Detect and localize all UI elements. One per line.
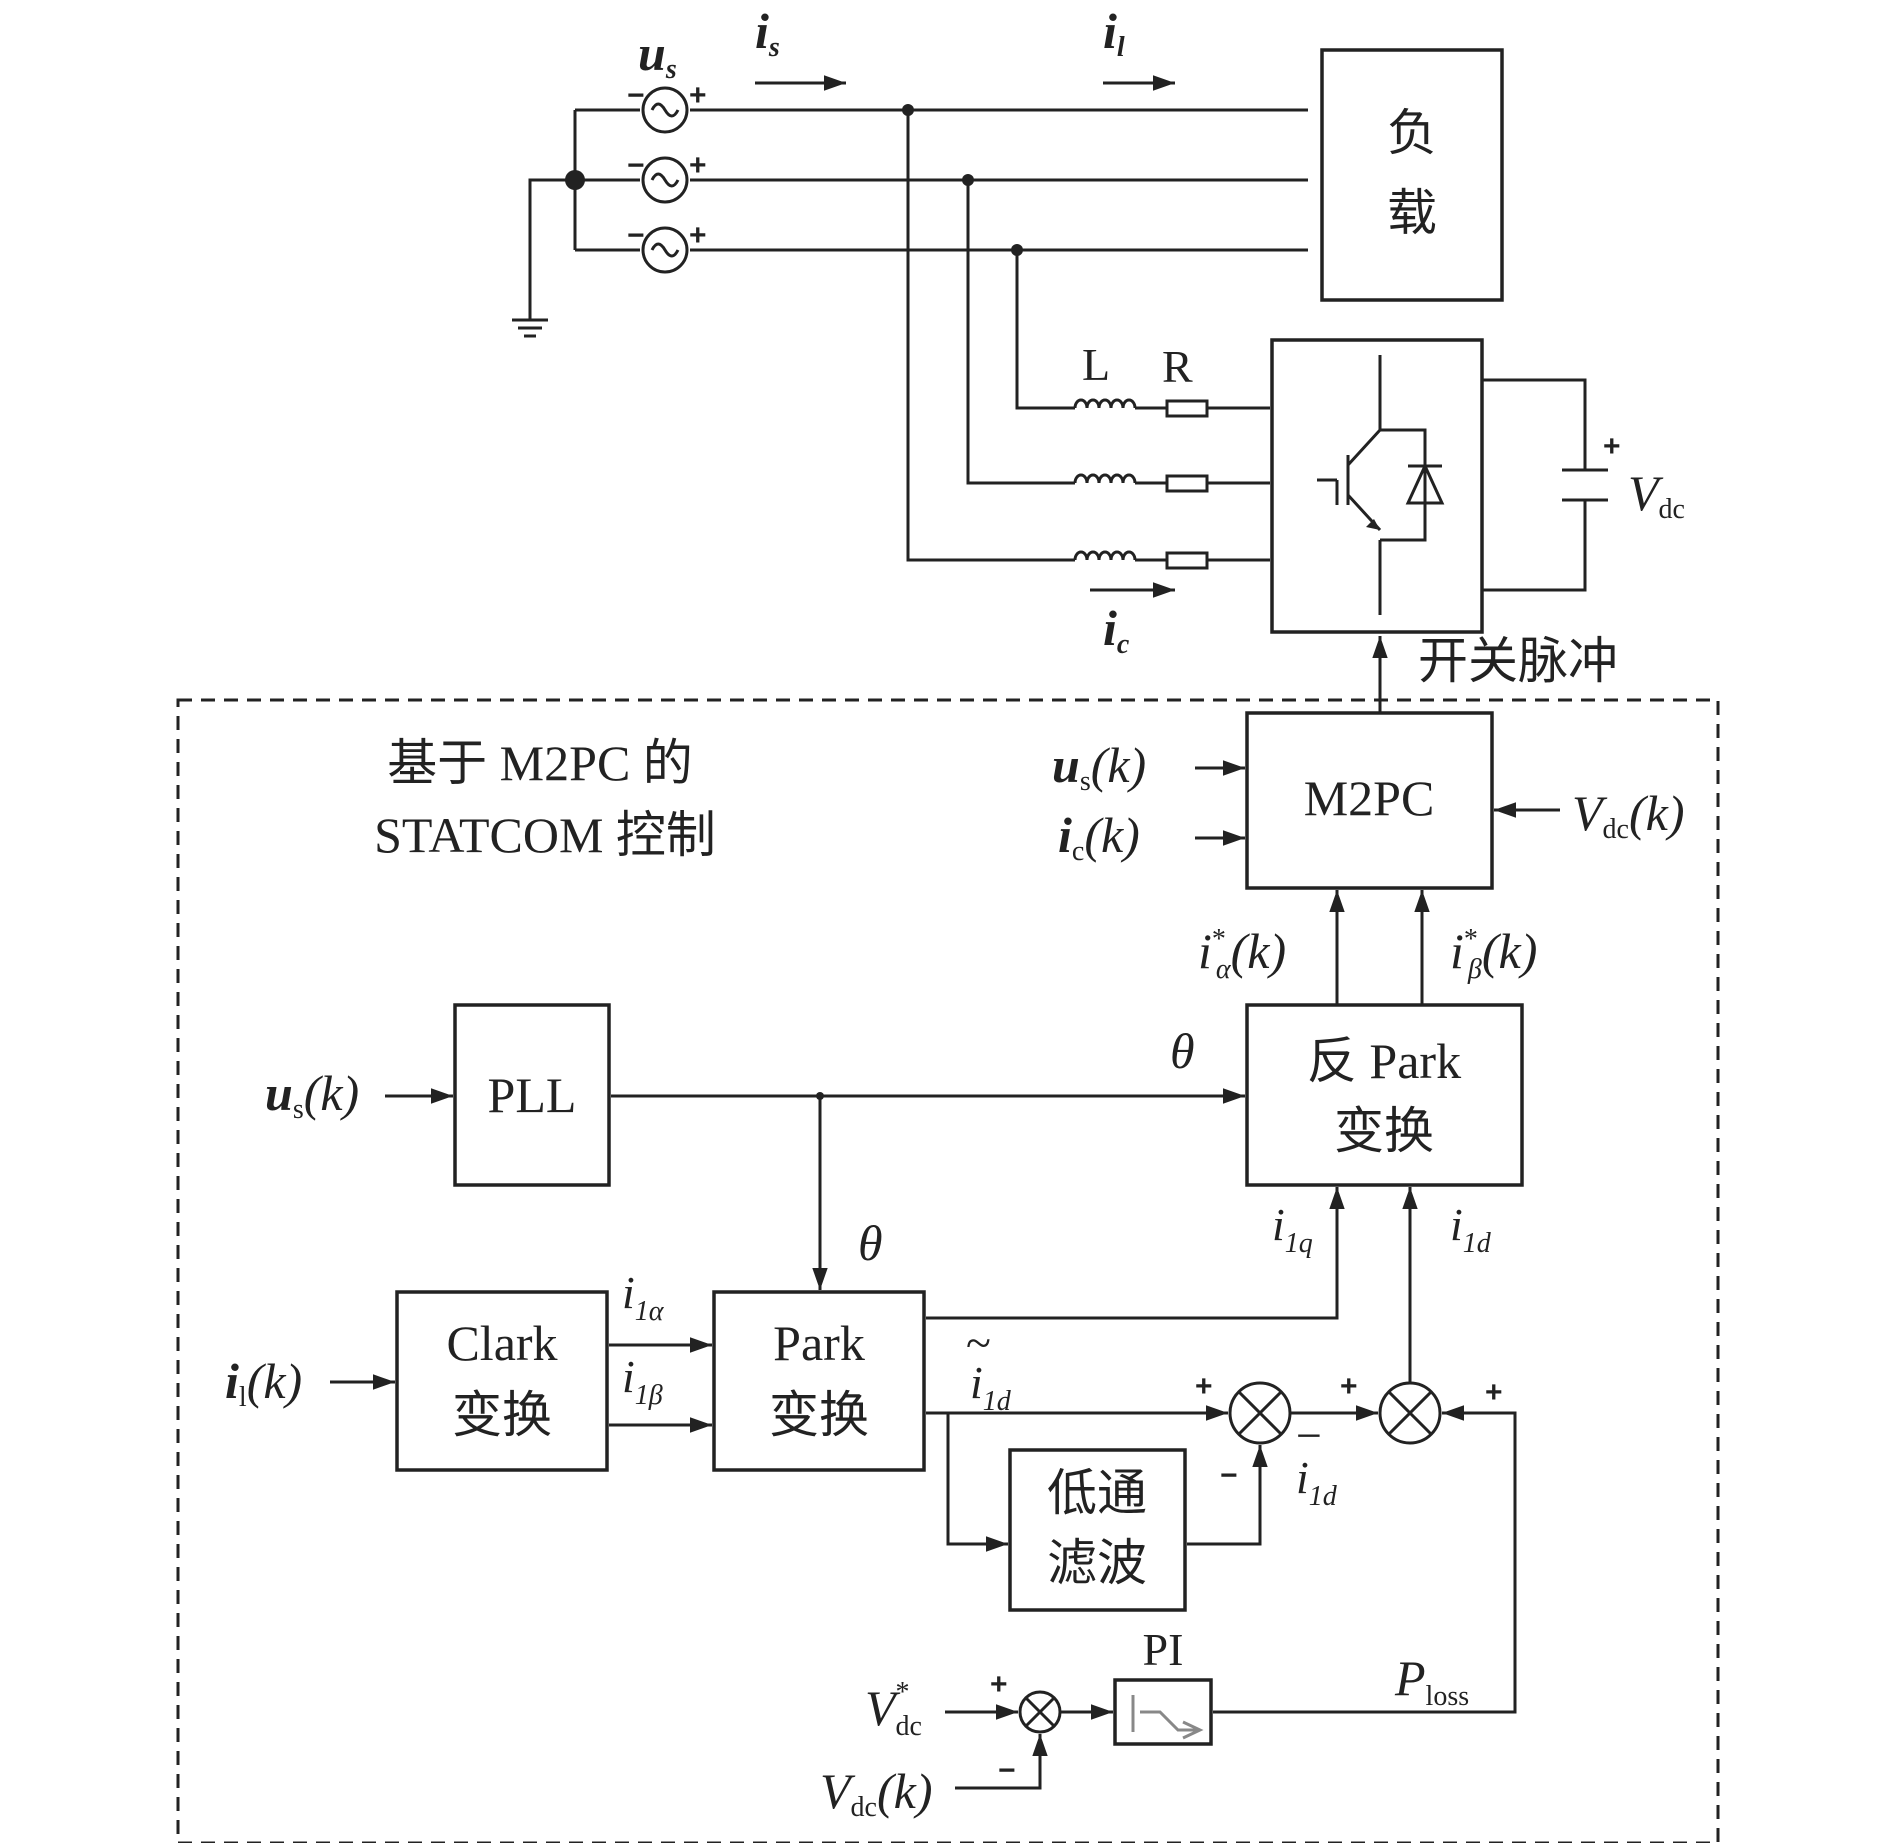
i1beta-label: i1β [622,1351,663,1411]
i1d-bar-label: i1d [1296,1452,1338,1512]
us-label: us [638,25,677,85]
sum-plus-sign: + [1340,1370,1358,1403]
load-box [1320,48,1504,302]
control-title: STATCOM 控制 [374,807,716,863]
inverse-park-label: 变换 [1334,1103,1434,1159]
load-label: 载 [1387,185,1437,241]
ploss-wire [1213,1405,1517,1714]
switch-pulse-label: 开关脉冲 [1418,633,1618,689]
pll-block [453,1003,611,1187]
ref-alpha-label: i*α(k) [1198,923,1286,985]
park-label: 变换 [769,1387,869,1443]
junction-dot [902,104,914,116]
park-block [712,1290,926,1472]
pll-input-label: us(k) [265,1065,359,1125]
inductor-label: L [1082,339,1110,390]
tilde-mark: ~ [966,1317,991,1368]
theta-label: θ [1170,1023,1195,1079]
m2pc-ic-label: ic(k) [1058,807,1140,867]
source-plus-sign: + [689,79,707,112]
ac-source-icon [641,86,689,274]
vdc-meas-wire [955,1734,1048,1790]
bar-mark: − [1296,1410,1322,1461]
source-minus-sign: − [627,149,645,182]
dc-link-wire [1482,378,1587,592]
clark-block [395,1290,609,1472]
pi-controller-icon [1131,1695,1204,1740]
inverse-park-label: 反 Park [1307,1033,1461,1089]
i1alpha-label: i1α [622,1267,665,1327]
neutral-wire [528,110,577,320]
pi-block [1113,1678,1213,1746]
lpf-input-wire [946,1413,1008,1552]
sum-junction-icon [1228,1381,1292,1445]
ic-label: ic [1103,600,1130,660]
inductor-icon [1073,398,1137,561]
vdc-ref-label: V*dc [865,1677,922,1742]
sum-junction-icon [1018,1690,1062,1734]
i1q-wire [926,1187,1345,1320]
source-minus-sign: − [627,79,645,112]
resistor-icon [1165,399,1209,570]
is-label: is [755,3,780,63]
converter-box [1270,338,1484,634]
il-label: il [1103,3,1125,63]
sum-junction-icon [1378,1381,1442,1445]
resistor-label: R [1162,341,1193,392]
park-label: Park [773,1315,865,1371]
clark-label: 变换 [452,1387,552,1443]
low-pass-filter-label: 低通 [1047,1465,1147,1521]
capacitor-plus-sign: + [1603,430,1621,463]
vdc-label: Vdc [1628,465,1685,525]
source-plus-sign: + [689,219,707,252]
m2pc-label: M2PC [1304,770,1435,826]
sum-plus-sign: + [1195,1370,1213,1403]
low-pass-filter-label: 滤波 [1047,1535,1147,1591]
tap-c [1015,250,1075,410]
inverse-park-block [1245,1003,1524,1187]
sum-plus-sign: + [990,1668,1008,1701]
m2pc-us-label: us(k) [1052,737,1146,797]
m2pc-block [1245,711,1494,890]
source-plus-sign: + [689,149,707,182]
i1d-tilde-label: i1d [970,1357,1012,1417]
i1d-bar-wire [1187,1445,1268,1546]
load-label: 负 [1387,105,1437,161]
ploss-label: Ploss [1394,1650,1469,1712]
tap-b [966,180,1075,485]
i1q-label: i1q [1272,1199,1313,1259]
vdc-meas-label: Vdc(k) [820,1763,932,1823]
source-minus-sign: − [627,219,645,252]
sum-plus-sign: + [1485,1376,1503,1409]
control-title: 基于 M2PC 的 [387,735,693,791]
sum-minus-sign: − [998,1754,1016,1787]
clark-input-label: il(k) [225,1353,302,1413]
pll-label: PLL [488,1067,577,1123]
low-pass-filter-block [1008,1448,1187,1612]
junction-dot [1011,244,1023,256]
junction-dot [962,174,974,186]
igbt-diode-icon [1317,355,1445,615]
power-circuit: − + − + − + us is il [512,3,1685,715]
theta-label: θ [858,1215,883,1271]
tap-a [906,110,1075,562]
clark-label: Clark [446,1315,557,1371]
m2pc-vdc-label: Vdc(k) [1572,785,1684,845]
sum-minus-sign: − [1220,1459,1238,1492]
i1d-label: i1d [1450,1199,1492,1259]
ref-beta-label: i*β(k) [1450,923,1537,985]
control-boundary [176,698,1720,1843]
pi-label: PI [1143,1624,1184,1675]
ground-icon [512,318,548,338]
capacitor-icon [1562,468,1608,502]
